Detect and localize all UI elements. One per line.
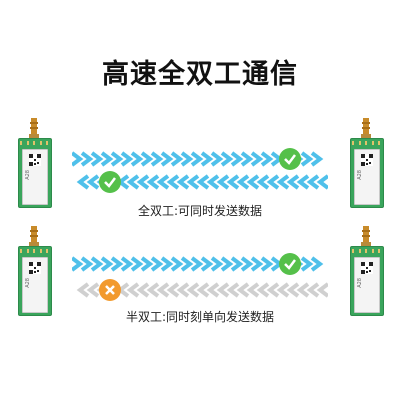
qr-code-icon xyxy=(29,262,41,274)
board-shield: A28 xyxy=(22,257,48,313)
qr-code-icon xyxy=(361,262,373,274)
cross-circle-icon xyxy=(99,279,121,301)
module-bottom-right: A28 xyxy=(350,226,384,346)
antenna-icon xyxy=(361,118,371,140)
board-shield: A28 xyxy=(354,149,380,205)
page-title: 高速全双工通信 xyxy=(102,59,298,90)
module-model-label: A28 xyxy=(25,278,31,288)
module-board: A28 xyxy=(350,138,384,208)
module-model-label: A28 xyxy=(357,278,363,288)
board-pins xyxy=(20,141,48,145)
qr-code-icon xyxy=(361,154,373,166)
check-circle-icon xyxy=(279,253,301,275)
module-board: A28 xyxy=(350,246,384,316)
qr-code-icon xyxy=(29,154,41,166)
module-model-label: A28 xyxy=(25,170,31,180)
antenna-icon xyxy=(29,118,39,140)
check-circle-icon xyxy=(279,148,301,170)
check-circle-icon xyxy=(99,171,121,193)
module-bottom-left: A28 xyxy=(18,226,52,346)
board-shield: A28 xyxy=(354,257,380,313)
module-top-right: A28 xyxy=(350,118,384,238)
module-model-label: A28 xyxy=(357,170,363,180)
board-pins xyxy=(352,141,380,145)
board-pins xyxy=(20,249,48,253)
board-pins xyxy=(352,249,380,253)
antenna-icon xyxy=(361,226,371,248)
half-duplex-caption: 半双工:同时刻单向发送数据 xyxy=(125,310,275,324)
chevron-arrow-left-inactive xyxy=(76,282,328,298)
full-duplex-caption: 全双工:可同时发送数据 xyxy=(137,204,263,218)
board-shield: A28 xyxy=(22,149,48,205)
module-board: A28 xyxy=(18,246,52,316)
module-board: A28 xyxy=(18,138,52,208)
module-top-left: A28 xyxy=(18,118,52,238)
antenna-icon xyxy=(29,226,39,248)
